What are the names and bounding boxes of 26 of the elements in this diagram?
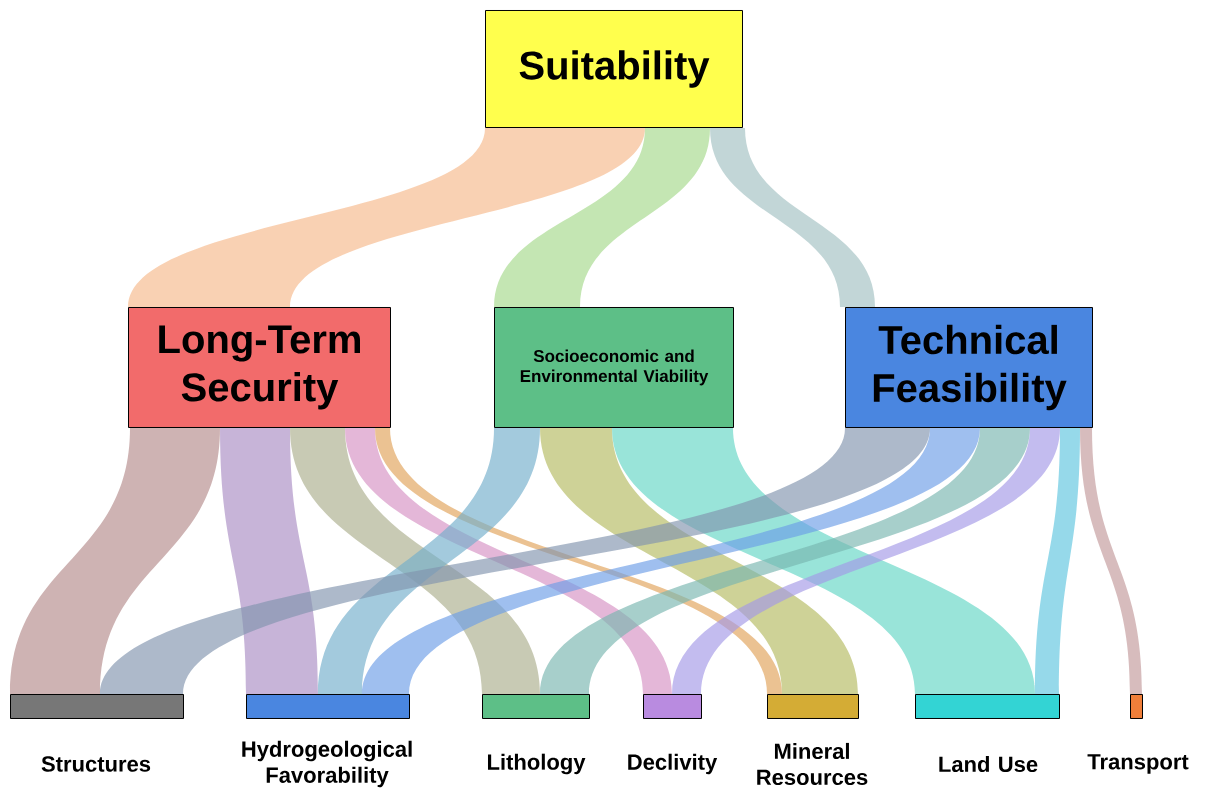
flow-ribbon	[345, 428, 672, 694]
category-box: Suitability	[485, 10, 743, 128]
flow-ribbon	[540, 428, 858, 694]
bar-label: Hydrogeological Favorability	[242, 740, 412, 788]
flow-ribbon	[672, 428, 1060, 694]
flow-ribbon	[710, 128, 875, 307]
flow-ribbon	[100, 428, 930, 694]
category-box: Socioeconomic and Environmental Viability	[494, 307, 734, 428]
bar-label: Lithology	[488, 753, 586, 775]
flow-ribbon	[375, 428, 782, 694]
flow-ribbon	[1080, 428, 1142, 694]
category-box: Technical Feasibility	[845, 307, 1093, 428]
category-box: Long-Term Security	[128, 307, 391, 428]
flow-ribbon	[362, 428, 980, 694]
flow-ribbon	[494, 128, 710, 307]
bar-label: Land Use	[939, 755, 1038, 773]
flow-ribbon	[1035, 428, 1080, 694]
flow-ribbon	[220, 428, 318, 694]
bar-label: Structures	[41, 756, 151, 772]
bar-label: Declivity	[628, 753, 718, 775]
flow-ribbon	[128, 128, 645, 307]
flow-ribbon	[10, 428, 220, 694]
bar-label: Transport	[1087, 754, 1189, 774]
flow-ribbon	[612, 428, 1035, 694]
bar-label: Mineral Resources	[757, 742, 868, 786]
flow-ribbon	[540, 428, 1030, 694]
